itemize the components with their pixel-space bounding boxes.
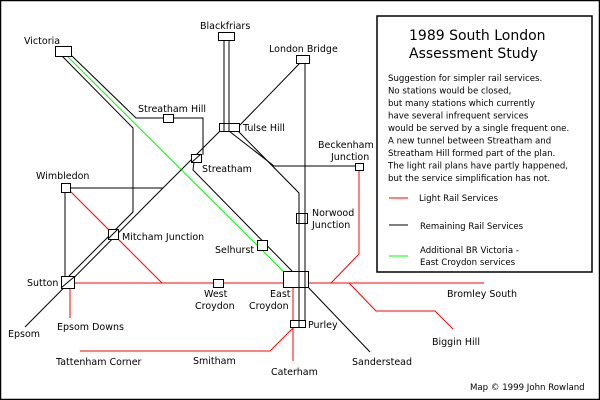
station-labels: Victoria Blackfriars London Bridge Strea…	[8, 21, 517, 378]
line-sanderstead	[305, 284, 371, 353]
label-blackfriars: Blackfriars	[200, 21, 250, 32]
label-sutton: Sutton	[27, 278, 58, 289]
info-box: 1989 South London Assessment Study Sugge…	[376, 15, 593, 273]
station-box-purley[interactable]	[290, 320, 306, 328]
legend-label-rail: Remaining Rail Services	[420, 222, 524, 232]
station-box-beckenham[interactable]	[355, 163, 364, 171]
label-victoria: Victoria	[24, 36, 60, 47]
line-victoria-east-croydon-green	[66, 55, 284, 272]
station-box-wimbledon[interactable]	[61, 183, 71, 193]
label-tattenham: Tattenham Corner	[55, 357, 142, 368]
label-biggin-hill: Biggin Hill	[432, 337, 480, 348]
title-line-2: Assessment Study	[409, 46, 538, 62]
info-box-border	[376, 15, 593, 273]
station-box-london-bridge[interactable]	[296, 55, 310, 64]
label-beckenham-1: Beckenham	[318, 140, 374, 151]
legend-label-additional-1: Additional BR Victoria -	[420, 246, 519, 256]
description-line: No stations would be closed,	[388, 87, 511, 97]
description-line: have several infrequent services	[388, 112, 529, 122]
station-box-mitcham[interactable]	[108, 229, 119, 240]
description-line: Streatham Hill formed part of the plan.	[388, 149, 555, 159]
station-box-blackfriars[interactable]	[218, 32, 235, 41]
line-london-bridge-tulse	[239, 62, 301, 126]
line-beckenham	[228, 130, 356, 167]
label-epsom: Epsom	[8, 329, 40, 340]
line-sutton-epsom	[24, 199, 152, 328]
label-west-croydon-2: Croydon	[195, 301, 235, 312]
label-beckenham-2: Junction	[330, 152, 369, 163]
copyright: Map © 1999 John Rowland	[470, 383, 585, 393]
label-east-croydon-1: East	[270, 289, 291, 300]
line-victoria-sutton	[66, 200, 134, 279]
line-tattenham	[80, 327, 294, 352]
line-streatham-east-croydon	[192, 161, 293, 272]
label-norwood-2: Junction	[311, 220, 350, 231]
label-epsom-downs: Epsom Downs	[57, 322, 124, 333]
station-box-victoria[interactable]	[55, 46, 72, 57]
label-tulse-hill: Tulse Hill	[242, 123, 285, 134]
station-box-east-croydon[interactable]	[283, 271, 309, 288]
label-streatham-hill: Streatham Hill	[138, 104, 206, 115]
label-mitcham: Mitcham Junction	[122, 232, 204, 243]
legend-label-light-rail: Light Rail Services	[419, 194, 498, 204]
description-line: but the service simplification has not.	[388, 174, 550, 184]
station-box-selhurst[interactable]	[257, 240, 268, 251]
label-caterham: Caterham	[271, 367, 318, 378]
description-line: Suggestion for simpler rail services.	[388, 74, 542, 84]
label-london-bridge: London Bridge	[269, 44, 338, 55]
line-biggin-hill	[348, 282, 454, 330]
description-line: The light rail plans have partly happene…	[387, 162, 568, 172]
station-boxes	[55, 32, 364, 328]
description-line: A new tunnel between Streatham and	[388, 137, 551, 147]
station-box-west-croydon[interactable]	[213, 279, 224, 288]
light-rail-lines	[66, 170, 484, 361]
box-through-lines	[60, 123, 306, 327]
label-norwood-1: Norwood	[312, 208, 354, 219]
line-beckenham	[330, 170, 360, 284]
label-smitham: Smitham	[193, 356, 236, 367]
label-east-croydon-2: Croydon	[249, 301, 289, 312]
legend-label-additional-2: East Croydon services	[420, 258, 516, 268]
label-purley: Purley	[308, 320, 338, 331]
description-line: but many stations which currently	[388, 99, 535, 109]
label-west-croydon-1: West	[204, 289, 228, 300]
label-selhurst: Selhurst	[215, 245, 254, 256]
station-box-norwood[interactable]	[296, 213, 308, 224]
station-box-streatham-hill[interactable]	[163, 114, 174, 123]
description: Suggestion for simpler rail services. No…	[387, 74, 569, 184]
label-wimbledon: Wimbledon	[36, 171, 89, 182]
label-streatham: Streatham	[202, 164, 252, 175]
line-victoria-west	[61, 55, 134, 200]
title-line-1: 1989 South London	[409, 28, 546, 44]
description-line: would be served by a single frequent one…	[388, 124, 569, 134]
label-bromley-south: Bromley South	[447, 289, 517, 300]
label-sanderstead: Sanderstead	[352, 357, 412, 368]
